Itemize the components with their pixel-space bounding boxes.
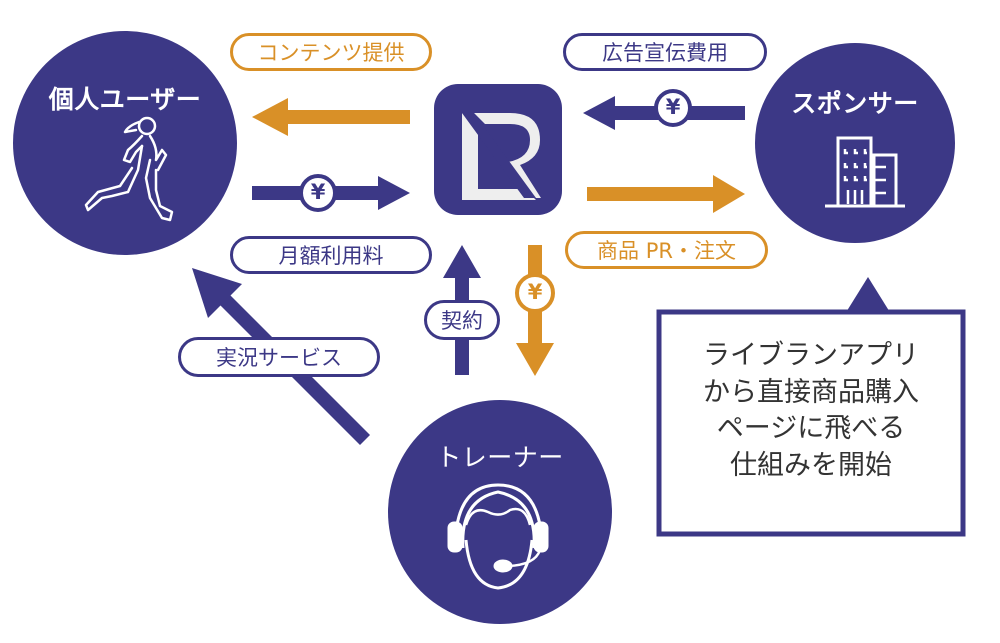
sponsor-label: スポンサー: [791, 89, 919, 118]
trainer-payment-arrow: [515, 245, 555, 376]
callout-box: [656, 277, 966, 537]
trainer-label: トレーナー: [436, 443, 564, 472]
trainer-node: [388, 400, 612, 624]
building-icon: [825, 136, 905, 208]
callout-text: ライブランアプリ から直接商品購入 ページに飛べる 仕組みを開始: [660, 338, 962, 484]
ad-fee-arrow: [583, 89, 745, 130]
headset-icon: [447, 483, 549, 590]
app-logo: [434, 84, 562, 215]
product-pr-arrow: [587, 175, 745, 213]
monthly-fee-label: 月額利用料: [230, 236, 432, 274]
content-provision-label: コンテンツ提供: [230, 33, 432, 71]
content-provision-arrow: [252, 98, 410, 136]
callout-line: ライブランアプリ: [703, 340, 919, 371]
callout-line: から直接商品購入: [703, 376, 919, 408]
individual-user-node: [13, 31, 237, 255]
ad-fee-label: 広告宣伝費用: [563, 33, 767, 71]
product-pr-label: 商品 PR・注文: [565, 231, 768, 269]
yen-icon: [299, 174, 337, 212]
callout-line: 仕組みを開始: [730, 449, 892, 481]
yen-icon: [515, 273, 555, 313]
individual-user-label: 個人ユーザー: [48, 85, 202, 114]
live-service-label: 実況サービス: [178, 337, 380, 377]
trainer-payment-yen: ¥: [527, 280, 543, 304]
ad-fee-yen: ¥: [665, 95, 681, 119]
sponsor-node: [755, 43, 955, 243]
monthly-fee-arrow: [252, 174, 410, 212]
monthly-fee-yen: ¥: [310, 180, 326, 204]
runner-icon: [84, 116, 174, 222]
callout-line: ページに飛べる: [716, 413, 906, 444]
contract-label: 契約: [424, 300, 500, 340]
yen-icon: [654, 89, 692, 127]
